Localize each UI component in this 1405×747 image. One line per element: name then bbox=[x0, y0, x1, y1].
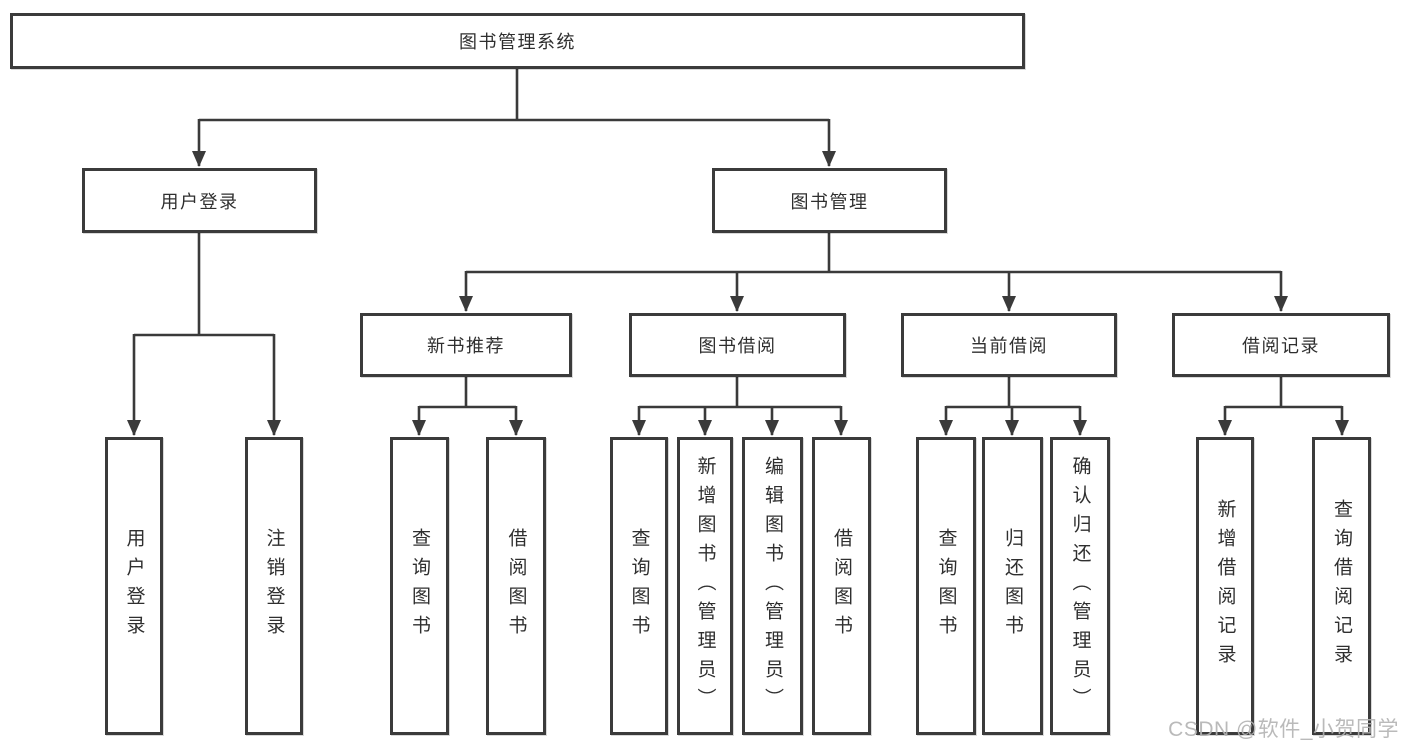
leaf-user-login-label: 用户登录 bbox=[123, 528, 145, 644]
leaf-logout-label: 注销登录 bbox=[263, 528, 285, 644]
connector-borrow-records-stem bbox=[1225, 377, 1342, 409]
leaf-add-book-admin-label: 新增图书（管理员） bbox=[694, 455, 716, 717]
leaf-add-borrow-record: 新增借阅记录 bbox=[1196, 437, 1254, 735]
node-book-borrow: 图书借阅 bbox=[629, 313, 846, 377]
connector-current-borrow-stem bbox=[946, 377, 1080, 409]
node-book-management: 图书管理 bbox=[712, 168, 947, 233]
leaf-return-books: 归还图书 bbox=[982, 437, 1043, 735]
leaf-confirm-return-admin-label: 确认归还（管理员） bbox=[1069, 455, 1091, 717]
connector-user-login-stem bbox=[134, 233, 274, 337]
node-user-login: 用户登录 bbox=[82, 168, 317, 233]
leaf-query-books-2-label: 查询图书 bbox=[628, 528, 650, 644]
leaf-edit-book-admin-label: 编辑图书（管理员） bbox=[762, 455, 783, 717]
leaf-add-borrow-record-label: 新增借阅记录 bbox=[1214, 499, 1236, 673]
leaf-borrow-books-1-label: 借阅图书 bbox=[505, 528, 527, 644]
leaf-add-book-admin: 新增图书（管理员） bbox=[677, 437, 733, 735]
node-current-borrow: 当前借阅 bbox=[901, 313, 1117, 377]
node-root: 图书管理系统 bbox=[10, 13, 1025, 69]
connector-book-borrow-stem bbox=[639, 377, 841, 409]
leaf-query-borrow-record: 查询借阅记录 bbox=[1312, 437, 1371, 735]
connector-book-management-stem bbox=[466, 233, 1281, 274]
leaf-query-books-1: 查询图书 bbox=[390, 437, 449, 735]
connector-root-stem bbox=[199, 69, 829, 122]
leaf-query-books-3-label: 查询图书 bbox=[935, 528, 957, 644]
leaf-confirm-return-admin: 确认归还（管理员） bbox=[1050, 437, 1110, 735]
leaf-borrow-books-2: 借阅图书 bbox=[812, 437, 871, 735]
node-borrow-records: 借阅记录 bbox=[1172, 313, 1390, 377]
leaf-query-books-3: 查询图书 bbox=[916, 437, 976, 735]
leaf-query-books-1-label: 查询图书 bbox=[409, 528, 430, 644]
connector-new-book-stem bbox=[419, 377, 516, 409]
leaf-edit-book-admin: 编辑图书（管理员） bbox=[742, 437, 803, 735]
node-new-book-recommend: 新书推荐 bbox=[360, 313, 572, 377]
leaf-return-books-label: 归还图书 bbox=[1002, 528, 1023, 644]
leaf-user-login: 用户登录 bbox=[105, 437, 163, 735]
leaf-borrow-books-2-label: 借阅图书 bbox=[831, 528, 852, 644]
leaf-query-books-2: 查询图书 bbox=[610, 437, 668, 735]
leaf-query-borrow-record-label: 查询借阅记录 bbox=[1331, 499, 1352, 673]
leaf-borrow-books-1: 借阅图书 bbox=[486, 437, 546, 735]
leaf-logout: 注销登录 bbox=[245, 437, 303, 735]
